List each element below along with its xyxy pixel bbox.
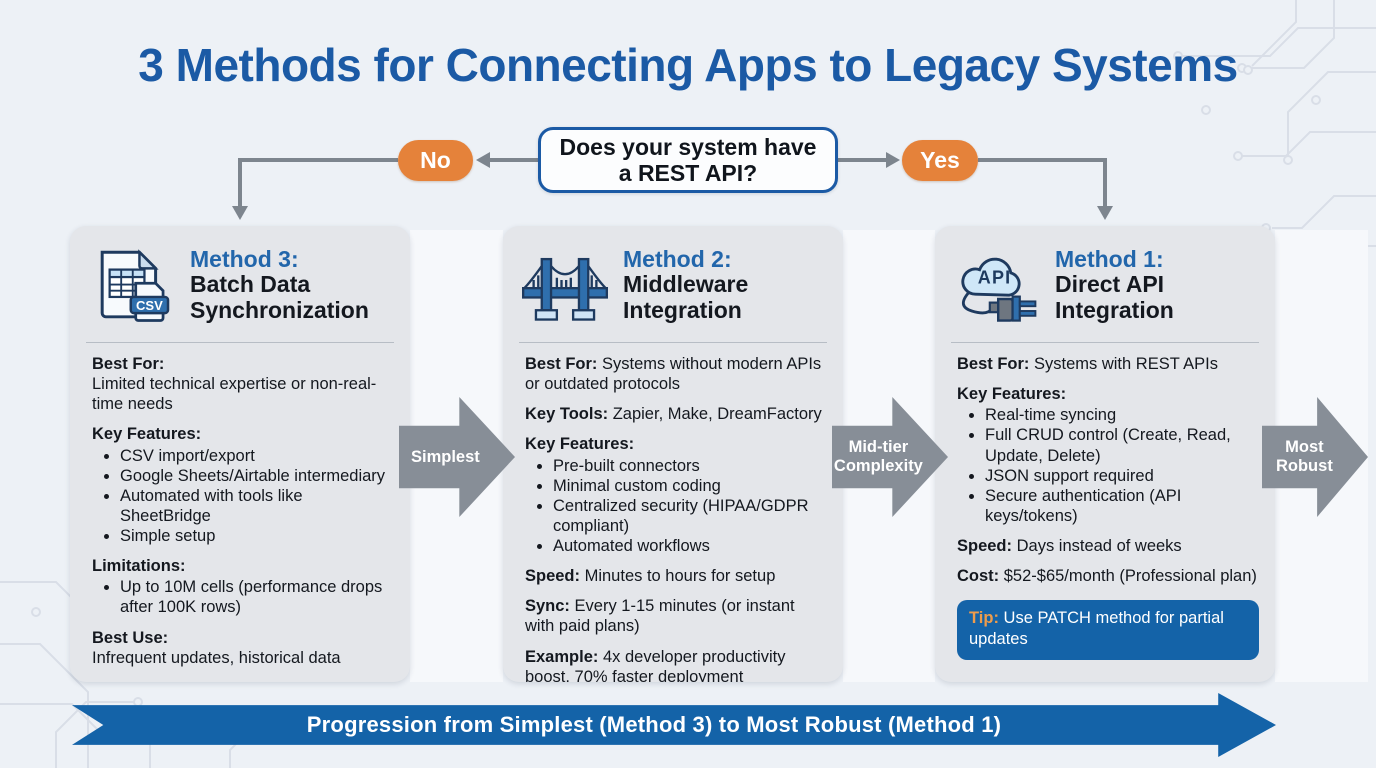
method-label: Method 3: bbox=[190, 246, 299, 272]
method-2-card: Method 2: Middleware Integration Best Fo… bbox=[503, 226, 843, 682]
tip-box: Tip: Use PATCH method for partial update… bbox=[957, 600, 1259, 660]
section-label: Best For: bbox=[92, 355, 165, 373]
card-section: Key Tools: Zapier, Make, DreamFactory bbox=[525, 405, 822, 424]
method-label: Method 2: bbox=[623, 246, 732, 272]
tip-label: Tip: bbox=[969, 609, 999, 628]
feature-item: Centralized security (HIPAA/GDPR complia… bbox=[553, 496, 827, 536]
section-label: Key Tools: bbox=[525, 405, 609, 424]
svg-text:API: API bbox=[978, 267, 1012, 287]
arrowhead-down bbox=[232, 206, 248, 220]
no-branch-pill: No bbox=[398, 140, 473, 181]
card-header: Method 2: Middleware Integration bbox=[503, 226, 843, 330]
divider bbox=[519, 342, 827, 343]
card-section: Speed: Minutes to hours for setup bbox=[525, 567, 776, 586]
most-robust-arrow-label: Most Robust bbox=[1275, 438, 1333, 475]
feature-list: Pre-built connectorsMinimal custom codin… bbox=[525, 456, 827, 557]
section-label: Best Use: bbox=[92, 628, 169, 647]
card-titles: Method 2: Middleware Integration bbox=[623, 244, 827, 324]
feature-item: Simple setup bbox=[120, 526, 394, 546]
feature-item: Minimal custom coding bbox=[553, 476, 827, 496]
card-section: Speed: Days instead of weeks bbox=[957, 537, 1182, 555]
feature-list: CSV import/exportGoogle Sheets/Airtable … bbox=[92, 446, 394, 547]
feature-item: Automated with tools like SheetBridge bbox=[120, 486, 394, 526]
card-section: Best Use:Infrequent updates, historical … bbox=[92, 628, 394, 668]
section-label: Speed: bbox=[525, 567, 581, 586]
arrowhead-down bbox=[1097, 206, 1113, 220]
section-label: Example: bbox=[525, 647, 599, 666]
feature-item: Real-time syncing bbox=[985, 405, 1259, 425]
card-section: Key Features: Pre-built connectorsMinimal… bbox=[525, 434, 827, 556]
card-section: Cost: $52-$65/month (Professional plan) bbox=[957, 567, 1257, 586]
card-header: API Method 1: Direct API Integration bbox=[935, 226, 1275, 330]
feature-list: Up to 10M cells (performance drops after… bbox=[92, 577, 394, 617]
method-3-card: CSV Method 3: Batch Data Synchronization… bbox=[70, 226, 410, 682]
card-section: Key Features: CSV import/exportGoogle She… bbox=[92, 424, 394, 546]
decision-question: Does your system have a REST API? bbox=[559, 133, 817, 186]
section-label: Cost: bbox=[957, 567, 1000, 586]
section-label: Sync: bbox=[525, 597, 570, 616]
arrowhead-left bbox=[476, 152, 490, 168]
cloud-api-plug-icon: API bbox=[953, 244, 1041, 330]
progression-banner-text: Progression from Simplest (Method 3) to … bbox=[306, 712, 1002, 737]
section-label: Key Features: bbox=[525, 435, 635, 454]
feature-item: Secure authentication (API keys/tokens) bbox=[985, 486, 1259, 526]
yes-branch-pill: Yes bbox=[902, 140, 978, 181]
bridge-icon bbox=[521, 244, 609, 330]
section-label: Best For: bbox=[957, 355, 1030, 373]
section-label: Limitations: bbox=[92, 557, 186, 576]
card-body: Best For:Limited technical expertise or … bbox=[70, 343, 410, 668]
csv-file-icon: CSV bbox=[88, 244, 176, 330]
feature-list: Real-time syncingFull CRUD control (Crea… bbox=[957, 405, 1259, 526]
method-name: Batch Data Synchronization bbox=[190, 271, 369, 324]
method-name: Direct API Integration bbox=[1055, 271, 1174, 324]
feature-item: Automated workflows bbox=[553, 536, 827, 556]
progression-banner: Progression from Simplest (Method 3) to … bbox=[72, 693, 1276, 757]
method-1-card: API Method 1: Direct API Integration Bes… bbox=[935, 226, 1275, 682]
divider bbox=[951, 342, 1259, 343]
section-label: Best For: bbox=[525, 355, 598, 373]
svg-text:CSV: CSV bbox=[136, 298, 163, 313]
feature-item: CSV import/export bbox=[120, 446, 394, 466]
card-titles: Method 3: Batch Data Synchronization bbox=[190, 244, 394, 324]
feature-item: Full CRUD control (Create, Read, Update,… bbox=[985, 425, 1259, 465]
card-section: Sync: Every 1-15 minutes (or instant wit… bbox=[525, 597, 795, 636]
mid-tier-complexity-arrow-label: Mid-tier Complexity bbox=[833, 438, 923, 475]
decision-box: Does your system have a REST API? bbox=[538, 127, 838, 193]
card-section: Limitations:Up to 10M cells (performance… bbox=[92, 556, 394, 617]
simplest-arrow-label: Simplest bbox=[411, 447, 480, 466]
card-section: Best For: Systems with REST APIs bbox=[957, 355, 1219, 373]
card-section: Best For: Systems without modern APIs or… bbox=[525, 355, 822, 394]
arrowhead-right bbox=[886, 152, 900, 168]
section-label: Speed: bbox=[957, 537, 1013, 555]
method-label: Method 1: bbox=[1055, 246, 1164, 272]
card-titles: Method 1: Direct API Integration bbox=[1055, 244, 1259, 324]
card-section: Example: 4x developer productivity boost… bbox=[525, 647, 786, 683]
page-title: 3 Methods for Connecting Apps to Legacy … bbox=[138, 39, 1238, 91]
card-section: Best For:Limited technical expertise or … bbox=[92, 354, 394, 414]
divider bbox=[86, 342, 394, 343]
section-label: Key Features: bbox=[957, 385, 1067, 404]
card-header: CSV Method 3: Batch Data Synchronization bbox=[70, 226, 410, 330]
card-section: Key Features:Real-time syncingFull CRUD … bbox=[957, 384, 1259, 526]
method-name: Middleware Integration bbox=[623, 271, 749, 324]
feature-item: Google Sheets/Airtable intermediary bbox=[120, 466, 394, 486]
feature-item: JSON support required bbox=[985, 466, 1259, 486]
section-label: Key Features: bbox=[92, 425, 202, 444]
feature-item: Pre-built connectors bbox=[553, 456, 827, 476]
feature-item: Up to 10M cells (performance drops after… bbox=[120, 577, 394, 617]
card-body: Best For: Systems without modern APIs or… bbox=[503, 343, 843, 682]
